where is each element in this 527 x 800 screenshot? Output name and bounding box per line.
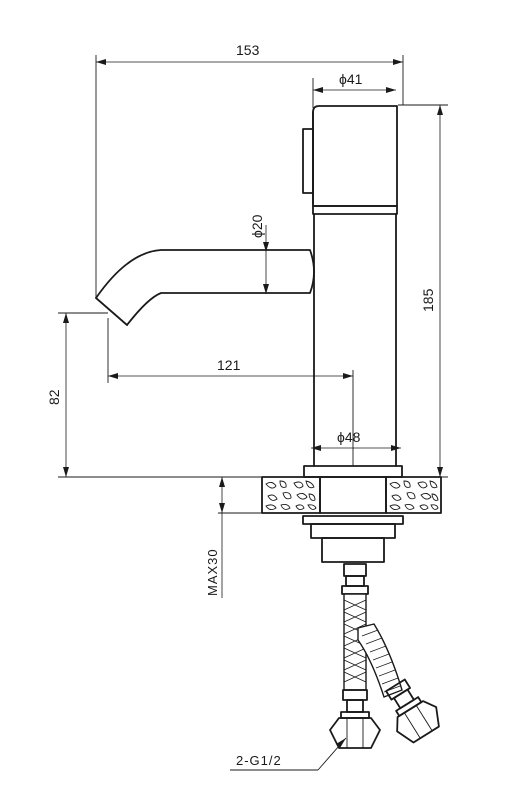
- dim-spout-diameter: ϕ20: [249, 214, 269, 294]
- supply-hoses: [329, 563, 440, 749]
- countertop: [261, 476, 442, 514]
- callout-connection: 2-G1/2: [230, 737, 347, 771]
- dim-height-label: 185: [420, 288, 436, 312]
- lock-nut: [310, 523, 396, 539]
- dim-spout-height-label: 82: [46, 389, 62, 405]
- dim-spout-height: 82: [46, 312, 262, 478]
- dim-base-diameter: ϕ48: [311, 429, 401, 451]
- dim-handle-diameter-label: ϕ41: [339, 71, 363, 87]
- hose-left-nut: [329, 717, 381, 749]
- dim-height: 185: [398, 104, 448, 478]
- hose-right-nut: [396, 700, 440, 744]
- dim-base-diameter-label: ϕ48: [337, 429, 361, 445]
- handle: [312, 105, 398, 207]
- dim-overall-width-label: 153: [236, 42, 260, 58]
- dim-handle-diameter: ϕ41: [312, 71, 396, 108]
- dim-reach-label: 121: [217, 357, 241, 373]
- dim-overall-width: 153: [95, 42, 404, 298]
- mounting-hardware: [302, 476, 404, 563]
- dim-spout-diameter-label: ϕ20: [249, 214, 265, 238]
- dim-reach: 121: [107, 318, 354, 466]
- threaded-shank: [321, 537, 385, 563]
- hose-right: [357, 623, 403, 698]
- callout-connection-label: 2-G1/2: [236, 753, 282, 768]
- dim-max-thickness-label: MAX30: [205, 548, 220, 596]
- spout: [95, 249, 315, 326]
- faucet-body: [95, 105, 403, 478]
- base-flange: [303, 465, 403, 478]
- lock-washer: [302, 515, 404, 525]
- dim-max-thickness: MAX30: [205, 477, 300, 598]
